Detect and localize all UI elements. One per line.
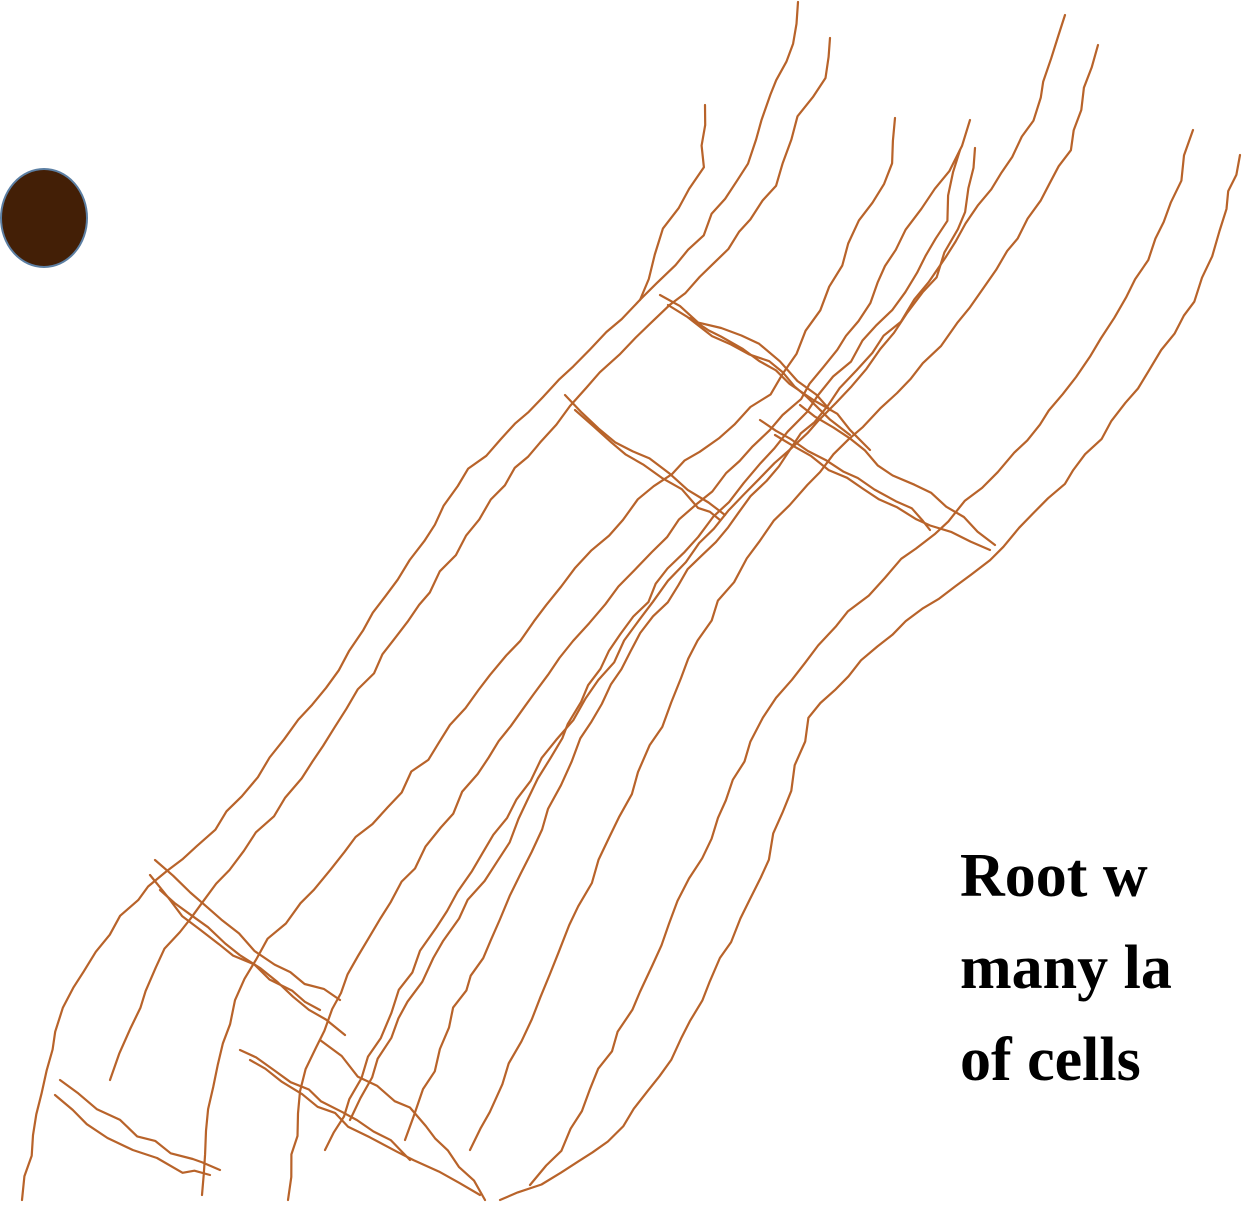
caption-line-2: many la bbox=[960, 922, 1246, 1014]
cell-wall-longitudinal bbox=[325, 148, 975, 1150]
cell-wall-longitudinal bbox=[110, 38, 830, 1080]
cell-wall-longitudinal bbox=[202, 118, 895, 1195]
cell-wall-longitudinal bbox=[350, 150, 960, 1120]
caption-line-1: Root w bbox=[960, 830, 1246, 922]
cell-wall-transverse bbox=[800, 405, 995, 545]
caption-line-3: of cells bbox=[960, 1014, 1246, 1106]
cell-wall-longitudinal bbox=[22, 2, 798, 1200]
cell-wall-transverse bbox=[760, 420, 930, 530]
caption: Root w many la of cells bbox=[960, 830, 1246, 1208]
cell-wall-transverse bbox=[160, 890, 345, 1035]
cell-wall-transverse bbox=[55, 1095, 210, 1175]
cell-wall-transverse bbox=[150, 875, 320, 1010]
cell-wall-transverse bbox=[60, 1080, 220, 1170]
cell-wall-transverse bbox=[320, 1040, 485, 1200]
cell-wall-transverse bbox=[775, 435, 990, 550]
cell-wall-transverse bbox=[565, 395, 725, 515]
cell-wall-longitudinal bbox=[640, 105, 705, 300]
cell-wall-transverse bbox=[240, 1050, 410, 1160]
